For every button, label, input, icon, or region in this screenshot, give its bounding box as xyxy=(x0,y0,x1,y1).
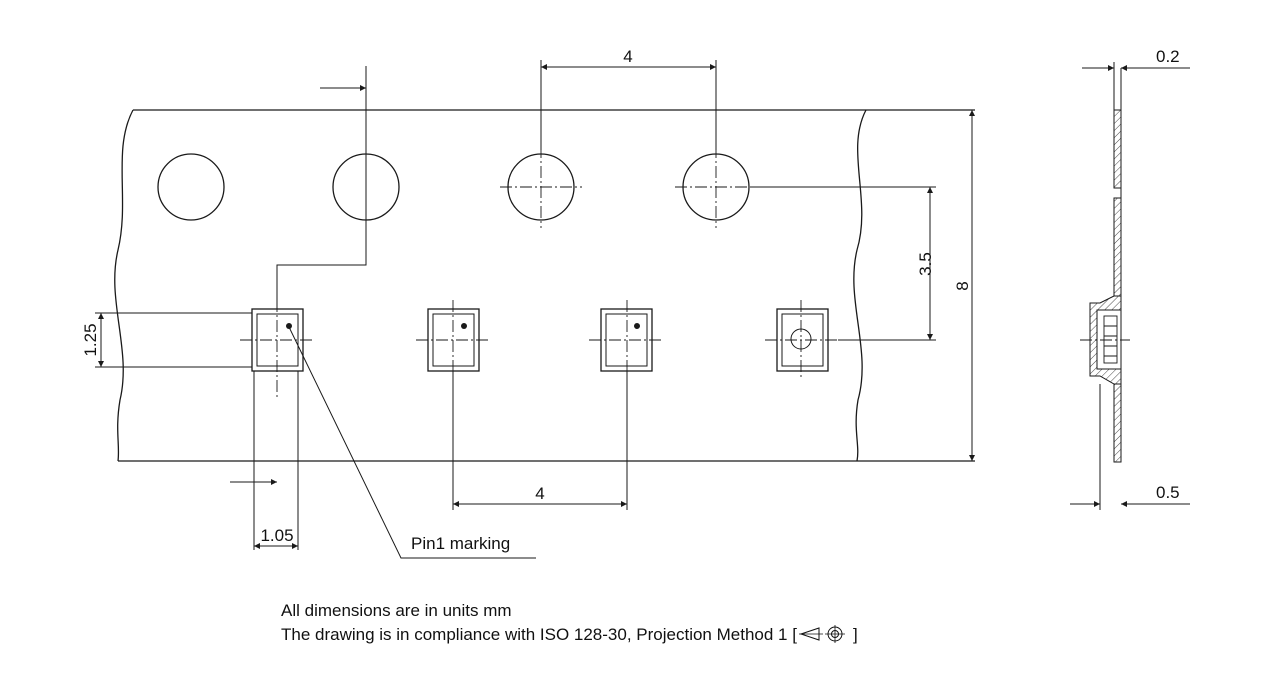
dim-cover-thickness-label: 0.2 xyxy=(1156,47,1180,66)
dim-pocket-width-label: 1.05 xyxy=(260,526,293,545)
dim-tape-width-label: 8 xyxy=(953,281,972,290)
dim-carrier-thickness-label: 0.5 xyxy=(1156,483,1180,502)
dim-pocket-width: 1.05 xyxy=(230,371,299,550)
sprocket-holes xyxy=(157,146,757,228)
dim-pocket-pitch: 4 xyxy=(452,371,628,510)
projection-note-close: ] xyxy=(852,625,858,644)
projection-note-text: The drawing is in compliance with ISO 12… xyxy=(281,625,797,644)
units-note: All dimensions are in units mm xyxy=(281,601,512,620)
reference-line-top xyxy=(276,66,367,309)
pin1-callout: Pin1 marking xyxy=(288,326,536,559)
dim-pocket-length: 1.25 xyxy=(81,312,252,368)
dim-sprocket-pitch-label: 4 xyxy=(623,47,632,66)
component-pockets xyxy=(240,300,840,400)
carrier-tape-outline xyxy=(114,109,975,462)
dim-pocket-length-label: 1.25 xyxy=(81,323,100,356)
dim-pocket-pitch-label: 4 xyxy=(535,484,544,503)
dim-hole-to-pocket: 3.5 xyxy=(750,186,936,341)
pocket-with-hole xyxy=(765,300,840,380)
dim-tape-width: 8 xyxy=(953,110,975,461)
projection-note: The drawing is in compliance with ISO 12… xyxy=(281,625,858,645)
pocket xyxy=(416,300,491,380)
pin1-callout-label: Pin1 marking xyxy=(411,534,510,553)
dim-hole-to-pocket-label: 3.5 xyxy=(916,252,935,276)
first-angle-projection-icon xyxy=(798,625,845,643)
side-section-view: 0.2 0.5 xyxy=(1070,47,1190,510)
sprocket-hole xyxy=(157,153,225,221)
pocket xyxy=(240,300,315,400)
dim-sprocket-pitch: 4 xyxy=(540,47,717,150)
pocket xyxy=(589,300,664,380)
